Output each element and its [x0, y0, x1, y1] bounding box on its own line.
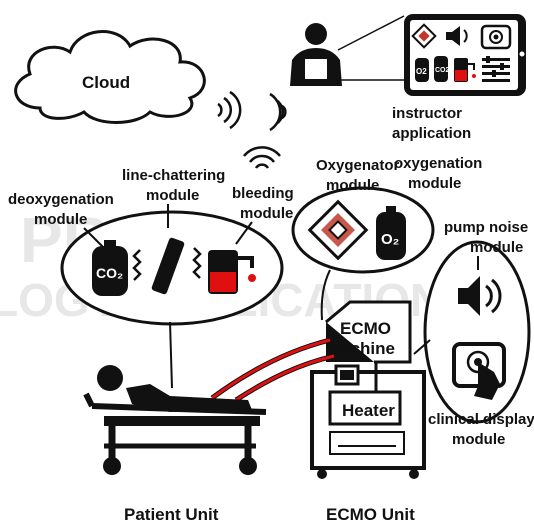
cloud-shape: [14, 30, 206, 124]
ecmo-modules-bubble: [291, 186, 435, 274]
connector-line: [413, 339, 431, 355]
deoxygenation-label-1: deoxygenation: [8, 191, 114, 208]
cloud-label: Cloud: [82, 73, 130, 92]
pump-noise-label-1: pump noise: [444, 219, 528, 236]
co2-cylinder-text: CO₂: [96, 265, 123, 281]
touch-display-icon: [452, 342, 506, 400]
heater-label: Heater: [342, 401, 395, 420]
oxygenator-label-1: Oxygenator: [316, 157, 400, 174]
o2-cylinder-text: O₂: [381, 231, 399, 248]
bleeding-label-1: bleeding: [232, 185, 294, 202]
ecmo-machine-label-1: ECMO: [340, 319, 391, 338]
connector-line: [235, 221, 253, 245]
wifi-icon: [217, 90, 242, 130]
o2-cylinder-icon: O₂: [376, 206, 406, 260]
speaker-icon: [458, 276, 502, 316]
co2-icon: CO2: [434, 56, 450, 82]
connector-line: [320, 269, 331, 321]
touch-icon: [480, 24, 512, 50]
instructor-label-2: application: [392, 125, 471, 142]
blood-lines: [210, 337, 335, 403]
o2-icon: O2: [415, 58, 429, 82]
oxygenator-label-2: module: [326, 177, 379, 194]
connector-line: [337, 15, 405, 51]
bleeding-icon: [454, 58, 476, 82]
tablet-co2-text: CO2: [435, 67, 450, 74]
slider-icon: [482, 56, 510, 82]
deoxygenation-label-2: module: [34, 211, 87, 228]
blood-bag-icon: [208, 250, 256, 294]
patient-unit-label: Patient Unit: [124, 505, 219, 524]
clinical-display-label-2: module: [452, 431, 505, 448]
connector-line: [83, 227, 105, 249]
oxygenation-label-1: oxygenation: [394, 155, 482, 172]
speaker-icon: [446, 26, 468, 46]
instructor-person-icon: [290, 23, 342, 86]
patient-bed: [83, 365, 267, 475]
ecmo-machine-label-2: machine: [326, 339, 395, 358]
line-chattering-label-1: line-chattering: [122, 167, 225, 184]
wifi-icon: [243, 146, 281, 169]
line-chattering-label-2: module: [146, 187, 199, 204]
tablet-o2-text: O2: [416, 67, 427, 76]
vibrating-tube-icon: [132, 237, 202, 295]
instructor-tablet: O2 CO2: [404, 14, 526, 96]
connector-line: [169, 321, 173, 389]
clinical-display-label-1: clinical display: [428, 411, 534, 428]
ecmo-machine: ECMO machine Heater: [310, 300, 426, 479]
bleeding-label-2: module: [240, 205, 293, 222]
instructor-label-1: instructor: [392, 105, 462, 122]
cloud: Cloud: [14, 30, 206, 124]
oxygenation-label-2: module: [408, 175, 461, 192]
ecmo-unit-label: ECMO Unit: [326, 505, 415, 524]
patient-head-icon: [97, 365, 123, 391]
wifi-icon: [269, 92, 287, 132]
pump-noise-label-2: module: [470, 239, 523, 256]
co2-cylinder-icon: CO₂: [92, 240, 128, 296]
oxygenator-icon: [307, 199, 369, 261]
